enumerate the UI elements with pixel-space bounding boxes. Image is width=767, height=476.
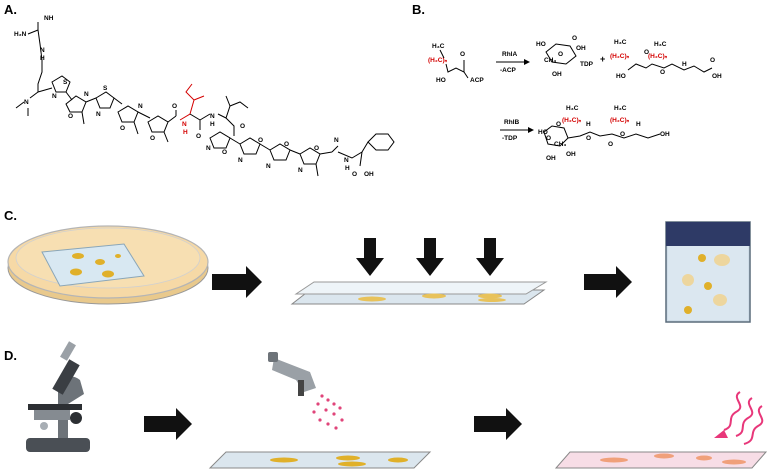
atom-label: H₃C [432, 43, 445, 50]
atom-label: O [172, 103, 177, 110]
atom-label: O [460, 51, 465, 58]
press-arrow [416, 238, 444, 276]
atom-label: HO [536, 41, 546, 48]
atom-label: O [644, 49, 649, 56]
atom-label: HO [538, 129, 548, 136]
atom-label: O [258, 137, 263, 144]
atom-label: OH [712, 73, 722, 80]
enzyme-label: RhlA [502, 51, 517, 58]
atom-label: O [586, 135, 591, 142]
atom-label: OH [364, 171, 374, 178]
atom-label: (H₂C)ₙ [562, 117, 582, 124]
atom-label: N [206, 145, 211, 152]
atom-label: O [352, 171, 357, 178]
atom-label: O [620, 131, 625, 138]
spray-gun-icon [268, 352, 344, 430]
atom-label: H [345, 165, 350, 172]
panel-c-label: C. [4, 208, 17, 223]
atom-label: O [608, 141, 613, 148]
atom-label: N [40, 47, 45, 54]
process-arrow [212, 266, 262, 298]
atom-label: O [558, 51, 563, 58]
atom-label: H [183, 129, 188, 136]
byproduct-label: -ACP [500, 67, 517, 74]
atom-label: OH [552, 71, 562, 78]
atom-label: H₂N [14, 31, 27, 38]
panel-a-label: A. [4, 2, 17, 17]
atom-label: H [682, 61, 687, 68]
atom-label: S [63, 79, 68, 86]
plus-sign: + [600, 54, 605, 64]
uv-slide [554, 391, 767, 469]
atom-label: N [24, 99, 29, 106]
atom-label: N [238, 157, 243, 164]
atom-label: O [710, 57, 715, 64]
rhamnolipid-scheme: H₃C (H₂C)ₙ HO O ACP RhlA -ACP HO O O OH … [428, 35, 722, 162]
atom-label: H [210, 121, 215, 128]
atom-label: N [84, 91, 89, 98]
atom-label: N [210, 113, 215, 120]
peptide-structure: H₂N NH N H N S N O N S N O N O O N [14, 15, 395, 178]
atom-label: H₃C [614, 39, 627, 46]
atom-label: N [96, 111, 101, 118]
atom-label: H₃C [654, 41, 667, 48]
atom-label: OH [660, 131, 670, 138]
atom-label: O [68, 113, 73, 120]
atom-label: TDP [580, 61, 594, 68]
process-arrow [584, 266, 632, 298]
atom-label: H [40, 55, 45, 62]
atom-label: O [120, 125, 125, 132]
atom-label: N [52, 93, 57, 100]
atom-label: O [150, 135, 155, 142]
atom-label: (H₂C)ₙ [610, 117, 630, 124]
extraction-container [665, 221, 751, 323]
atom-label: CH₃ [544, 57, 556, 64]
process-arrow [144, 408, 192, 440]
atom-label: N [182, 121, 187, 128]
atom-label: OH [576, 45, 586, 52]
microscope-icon [26, 341, 90, 452]
byproduct-label: -TDP [502, 135, 518, 142]
atom-label: H₃C [566, 105, 579, 112]
atom-label: O [222, 149, 227, 156]
atom-label: H₃C [614, 105, 627, 112]
atom-label: (H₂C)ₙ [648, 53, 668, 60]
atom-label: O [196, 133, 201, 140]
atom-label: (H₂C)ₙ [610, 53, 630, 60]
atom-label: O [240, 123, 245, 130]
process-arrow [474, 408, 522, 440]
atom-label: O [556, 121, 561, 128]
enzyme-label: RhlB [504, 119, 519, 126]
atom-label: HO [616, 73, 626, 80]
slide-sandwich [290, 238, 548, 305]
petri-dish [7, 225, 209, 305]
atom-label: O [660, 69, 665, 76]
uv-light-icon [723, 391, 764, 445]
atom-label: H [586, 121, 591, 128]
atom-label: HO [436, 77, 446, 84]
panel-b-label: B. [412, 2, 425, 17]
press-arrow [356, 238, 384, 276]
atom-label: NH [44, 15, 54, 22]
atom-label: O [572, 35, 577, 42]
atom-label: N [266, 163, 271, 170]
panel-d-label: D. [4, 348, 17, 363]
atom-label: (H₂C)ₙ [428, 57, 448, 64]
atom-label: O [284, 141, 289, 148]
atom-label: OH [546, 155, 556, 162]
atom-label: S [103, 85, 108, 92]
atom-label: N [298, 167, 303, 174]
atom-label: N [138, 103, 143, 110]
atom-label: O [546, 135, 551, 142]
atom-label: N [334, 137, 339, 144]
sprayed-slide [208, 451, 432, 469]
atom-label: CH₃ [554, 141, 566, 148]
atom-label: N [344, 157, 349, 164]
press-arrow [476, 238, 504, 276]
atom-label: ACP [470, 77, 484, 84]
atom-label: O [314, 145, 319, 152]
atom-label: OH [566, 151, 576, 158]
atom-label: H [636, 121, 641, 128]
